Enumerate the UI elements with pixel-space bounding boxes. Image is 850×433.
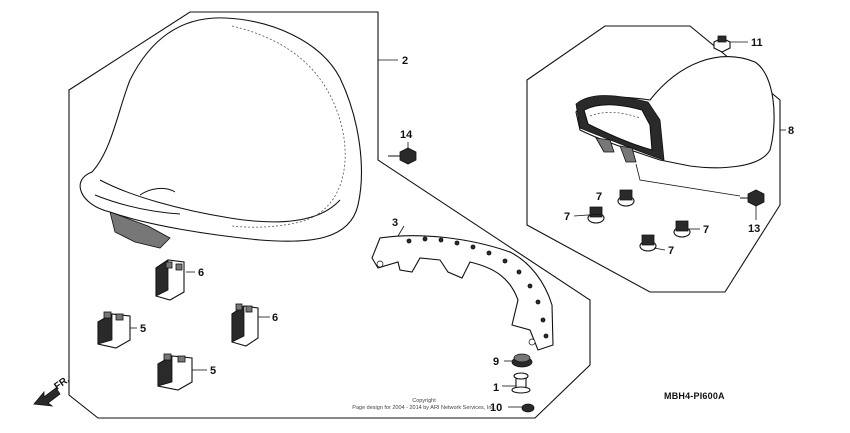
callout-13: 13 (748, 223, 760, 235)
callout-3: 3 (392, 217, 398, 229)
grommet-9[interactable] (511, 353, 533, 368)
pillion-seat-frame (526, 25, 781, 293)
knob-7-d[interactable] (639, 234, 657, 252)
knob-7-c[interactable] (673, 220, 691, 238)
pillion-seat[interactable] (575, 56, 775, 169)
callout-8: 8 (788, 125, 794, 137)
callout-7-b: 7 (564, 211, 570, 223)
callout-1: 1 (493, 382, 499, 394)
main-seat-frame (68, 11, 591, 419)
diagram-code: MBH4-PI600A (664, 391, 725, 401)
callout-2: 2 (402, 55, 408, 67)
cushion-5-lower[interactable] (157, 353, 193, 391)
callout-5-lower: 5 (210, 365, 216, 377)
callout-7-d: 7 (668, 245, 674, 257)
callout-6-upper: 6 (198, 267, 204, 279)
cushion-6-upper[interactable] (155, 259, 185, 301)
cushion-6-lower[interactable] (231, 303, 259, 347)
nut-10[interactable] (521, 403, 535, 413)
copyright-line-2: Page design for 2004 - 2014 by ARI Netwo… (352, 405, 496, 411)
copyright-line-1: Copyright (412, 398, 436, 404)
knob-7-a[interactable] (617, 189, 635, 207)
callout-5-left: 5 (140, 323, 146, 335)
main-seat[interactable] (79, 17, 362, 249)
callout-11: 11 (751, 37, 763, 49)
callout-9: 9 (493, 356, 499, 368)
seat-bracket[interactable] (371, 235, 554, 351)
callout-14: 14 (400, 129, 413, 141)
callout-10: 10 (490, 402, 502, 414)
bolt-14[interactable] (388, 147, 417, 165)
front-direction-arrow: FR. (33, 374, 72, 407)
callout-7-c: 7 (703, 224, 709, 236)
bolt-13[interactable] (740, 189, 765, 207)
callout-7-a: 7 (596, 191, 602, 203)
nut-11[interactable] (713, 35, 731, 53)
callout-6-lower: 6 (272, 312, 278, 324)
cushion-5-left[interactable] (97, 311, 131, 349)
collar-1[interactable] (511, 372, 531, 394)
